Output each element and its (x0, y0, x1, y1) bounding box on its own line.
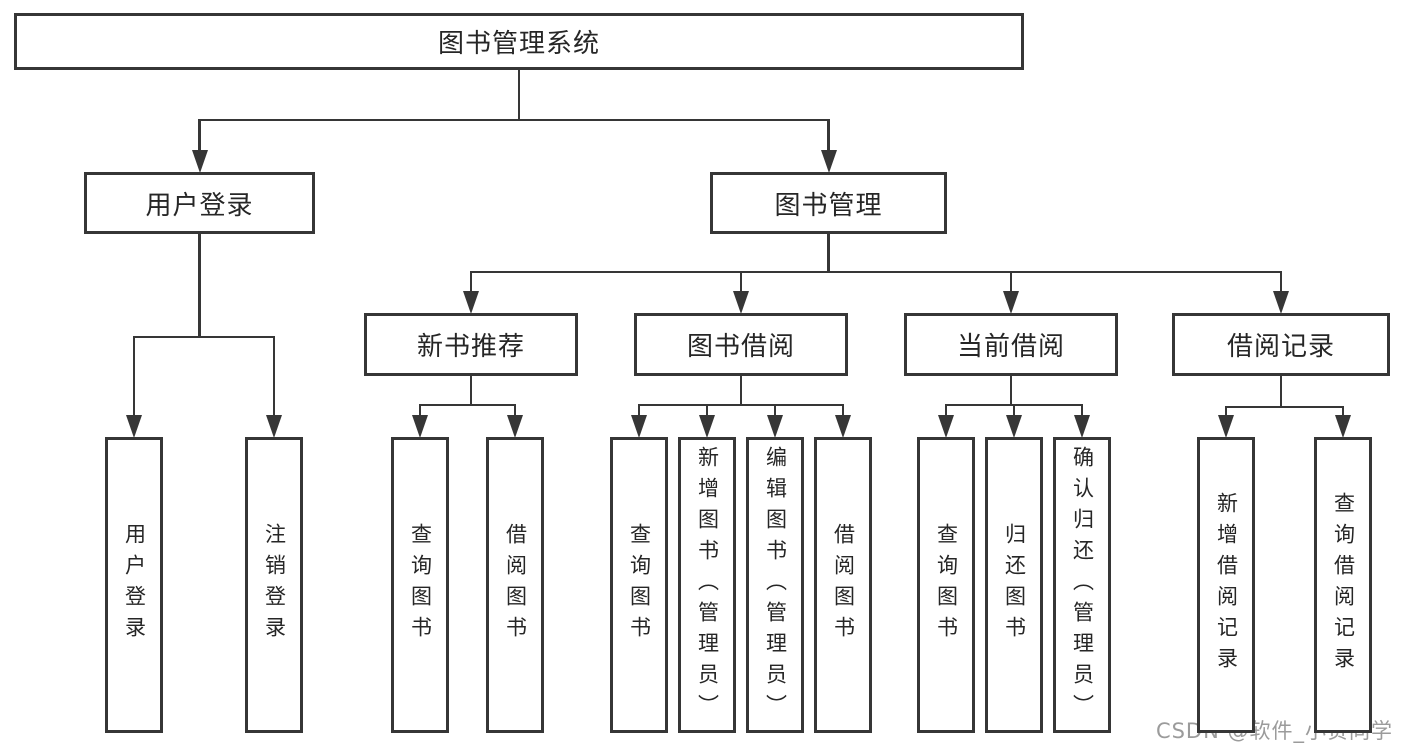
arrow-head (699, 415, 715, 438)
connector-arrow-stem (513, 405, 517, 420)
node-label-v-query-borrow: 查询图书 (627, 523, 652, 647)
node-v-query-record: 查询借阅记录 (1314, 437, 1372, 733)
connector-arrow-stem (272, 337, 276, 420)
arrow-head (767, 415, 783, 438)
arrow-head (1006, 415, 1022, 438)
connector-stem (1009, 373, 1013, 407)
connector-arrow-stem (132, 337, 136, 420)
connector-stem (198, 231, 201, 339)
node-label-v-query-current: 查询图书 (934, 523, 959, 647)
connector-stem (469, 373, 473, 407)
node-label-v-edit-book: 编辑图书（管理员） (763, 445, 788, 725)
arrow-head (1074, 415, 1090, 438)
node-user-login: 用户登录 (84, 172, 315, 234)
connector-arrow-stem (1341, 407, 1345, 420)
arrow-head (631, 415, 647, 438)
connector-arrow-stem (1012, 405, 1016, 420)
node-v-borrow-new: 借阅图书 (486, 437, 544, 733)
connector-bar (637, 403, 845, 407)
node-current-borrow: 当前借阅 (904, 313, 1118, 376)
arrow-head (463, 291, 479, 314)
connector-arrow-stem (1224, 407, 1228, 420)
node-label-v-add-book: 新增图书（管理员） (695, 445, 720, 725)
connector-stem (827, 231, 830, 274)
connector-stem (739, 373, 743, 407)
node-borrow-records: 借阅记录 (1172, 313, 1390, 376)
connector-arrow-stem (1009, 272, 1013, 296)
connector-arrow-stem (841, 405, 845, 420)
node-v-confirm-return: 确认归还（管理员） (1053, 437, 1111, 733)
arrow-head (820, 150, 837, 173)
arrow-head (191, 150, 208, 173)
node-label-v-add-record: 新增借阅记录 (1214, 492, 1239, 678)
node-label-v-confirm-return: 确认归还（管理员） (1070, 445, 1095, 725)
arrow-head (733, 291, 749, 314)
arrow-head (126, 415, 142, 438)
node-label-v-borrow-book: 借阅图书 (831, 523, 856, 647)
connector-bar (418, 403, 517, 407)
arrow-head (1003, 291, 1019, 314)
connector-stem (1279, 373, 1283, 409)
node-v-query-current: 查询图书 (917, 437, 975, 733)
node-v-user-login: 用户登录 (105, 437, 163, 733)
connector-arrow-stem (637, 405, 641, 420)
connector-bar (1224, 405, 1345, 409)
connector-arrow-stem (198, 120, 201, 155)
arrow-head (266, 415, 282, 438)
node-label-v-logout: 注销登录 (262, 523, 287, 647)
arrow-head (1273, 291, 1289, 314)
node-v-add-book: 新增图书（管理员） (678, 437, 736, 733)
node-label-user-login: 用户登录 (145, 190, 254, 221)
arrow-head (938, 415, 954, 438)
connector-arrow-stem (418, 405, 422, 420)
arrow-head (507, 415, 523, 438)
node-root: 图书管理系统 (14, 13, 1024, 70)
node-label-v-query-new: 查询图书 (408, 523, 433, 647)
node-label-book-mgmt: 图书管理 (774, 190, 883, 221)
node-label-v-query-record: 查询借阅记录 (1331, 492, 1356, 678)
node-v-return-book: 归还图书 (985, 437, 1043, 733)
node-v-add-record: 新增借阅记录 (1197, 437, 1255, 733)
node-label-v-return-book: 归还图书 (1002, 523, 1027, 647)
node-v-query-new: 查询图书 (391, 437, 449, 733)
connector-arrow-stem (1279, 272, 1283, 296)
node-new-books: 新书推荐 (364, 313, 578, 376)
arrow-head (835, 415, 851, 438)
node-label-root: 图书管理系统 (437, 29, 600, 59)
node-label-v-user-login: 用户登录 (122, 523, 147, 647)
connector-arrow-stem (1080, 405, 1084, 420)
connector-arrow-stem (944, 405, 948, 420)
connector-bar (198, 118, 830, 122)
node-book-borrow: 图书借阅 (634, 313, 848, 376)
connector-arrow-stem (773, 405, 777, 420)
node-v-query-borrow: 查询图书 (610, 437, 668, 733)
connector-bar (132, 335, 276, 339)
node-label-new-books: 新书推荐 (416, 332, 525, 362)
node-v-edit-book: 编辑图书（管理员） (746, 437, 804, 733)
node-label-v-borrow-new: 借阅图书 (503, 523, 528, 647)
connector-arrow-stem (469, 272, 473, 296)
connector-arrow-stem (705, 405, 709, 420)
node-v-logout: 注销登录 (245, 437, 303, 733)
connector-bar (469, 270, 1283, 274)
node-label-book-borrow: 图书借阅 (686, 332, 795, 362)
node-book-mgmt: 图书管理 (710, 172, 947, 234)
arrow-head (412, 415, 428, 438)
connector-stem (517, 67, 521, 122)
connector-arrow-stem (827, 120, 830, 155)
node-label-borrow-records: 借阅记录 (1226, 332, 1335, 362)
connector-arrow-stem (739, 272, 743, 296)
arrow-head (1218, 415, 1234, 438)
node-label-current-borrow: 当前借阅 (956, 332, 1065, 362)
node-v-borrow-book: 借阅图书 (814, 437, 872, 733)
arrow-head (1335, 415, 1351, 438)
